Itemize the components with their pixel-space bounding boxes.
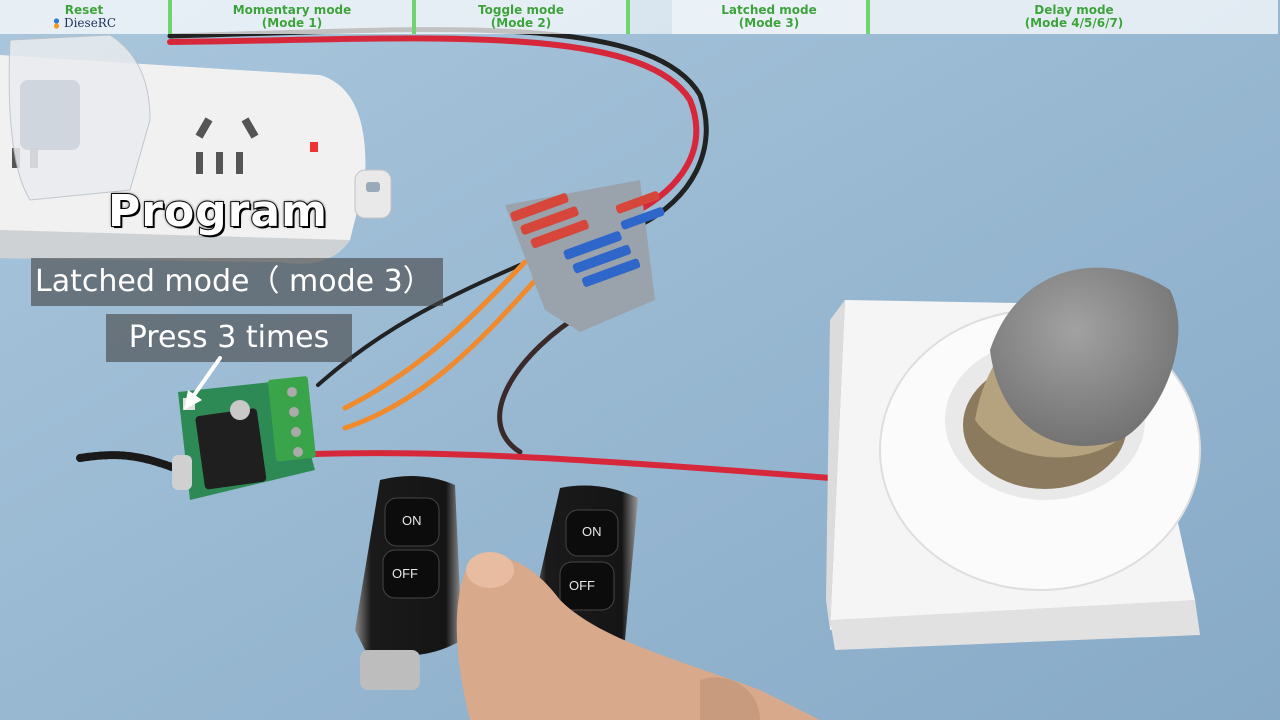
chapter-latched-mode[interactable]: Latched mode (Mode 3) <box>672 0 866 34</box>
chapter-label: Toggle mode <box>478 3 564 17</box>
program-title: Program <box>107 185 328 238</box>
brand-name: DieseRC <box>63 16 117 30</box>
diesrc-logo-icon <box>53 18 60 29</box>
chapter-momentary-mode[interactable]: Momentary mode (Mode 1) <box>172 0 412 34</box>
hand <box>456 552 820 720</box>
chapter-separator <box>412 0 416 34</box>
chapter-separator <box>168 0 172 34</box>
chapter-sublabel: (Mode 3) <box>738 16 800 30</box>
pointer-arrow-icon <box>184 356 222 410</box>
chapter-bar: Reset DieseRC Momentary mode (Mode 1) To… <box>0 0 1280 34</box>
remote-left-on-button: ON <box>402 513 422 528</box>
chapter-label: Delay mode <box>1034 3 1114 17</box>
remote-left <box>355 476 462 690</box>
remote-right-on-button: ON <box>582 524 602 539</box>
wires <box>76 27 833 481</box>
chapter-sublabel: (Mode 1) <box>261 16 323 30</box>
relay-board <box>172 376 316 500</box>
chapter-separator <box>866 0 870 34</box>
wire-connector <box>505 180 665 332</box>
chapter-label: Momentary mode <box>232 3 352 17</box>
remote-left-off-button: OFF <box>392 566 418 581</box>
chapter-delay-mode[interactable]: Delay mode (Mode 4/5/6/7) <box>870 0 1278 34</box>
chapter-label: Latched mode <box>721 3 817 17</box>
lamp-holder <box>826 267 1201 650</box>
mode-caption: Latched mode（ mode 3） <box>31 258 443 306</box>
chapter-sublabel: (Mode 2) <box>490 16 552 30</box>
chapter-toggle-mode[interactable]: Toggle mode (Mode 2) <box>416 0 626 34</box>
chapter-reset[interactable]: Reset DieseRC <box>0 0 168 34</box>
brand-logo: DieseRC <box>52 17 116 30</box>
chapter-label: Reset <box>64 3 104 17</box>
chapter-separator <box>626 0 630 34</box>
remote-right-off-button: OFF <box>569 578 595 593</box>
press-caption: Press 3 times <box>106 314 352 362</box>
power-strip <box>0 34 392 264</box>
chapter-sublabel: (Mode 4/5/6/7) <box>1024 16 1124 30</box>
chapter-progress-gap[interactable] <box>630 0 672 34</box>
